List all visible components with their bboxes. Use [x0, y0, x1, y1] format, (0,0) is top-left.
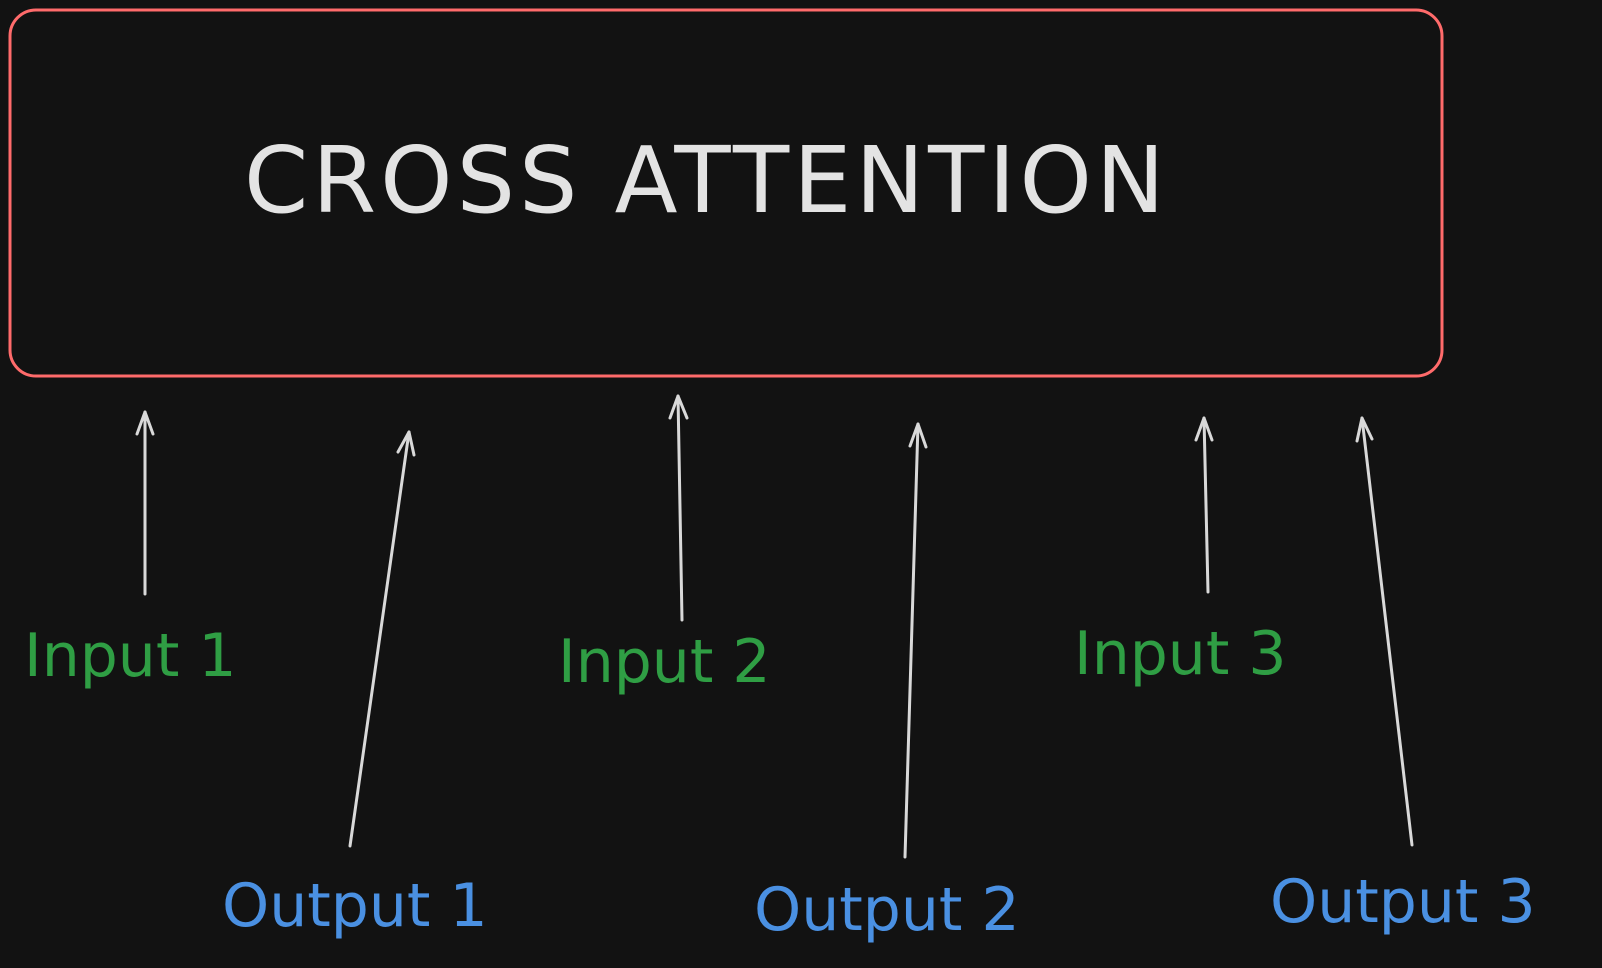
output-label-2: Output 2 [754, 875, 1020, 945]
arrow-input-3 [1194, 416, 1214, 594]
arrow-output-3 [1355, 416, 1414, 847]
input-label-3: Input 3 [1074, 619, 1287, 689]
output-label-3: Output 3 [1270, 867, 1536, 937]
cross-attention-title: CROSS ATTENTION [244, 127, 1169, 234]
arrow-output-2 [903, 422, 928, 859]
input-label-2: Input 2 [558, 627, 771, 697]
output-label-1: Output 1 [222, 871, 488, 941]
input-label-1: Input 1 [24, 621, 237, 691]
arrow-output-1 [348, 430, 416, 848]
arrow-input-2 [668, 394, 689, 622]
cross-attention-box[interactable] [8, 8, 1444, 378]
arrow-input-1 [135, 410, 155, 596]
